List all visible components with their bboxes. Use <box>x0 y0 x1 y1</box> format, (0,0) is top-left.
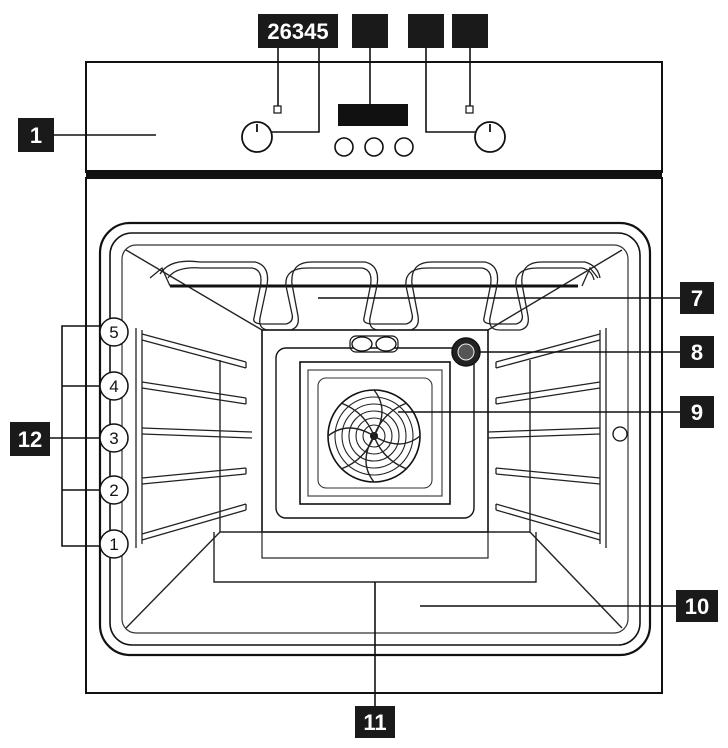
label-box-top-2 <box>352 14 388 48</box>
shelf-positions: 5 4 3 2 1 <box>99 317 129 559</box>
fan-cover-frame <box>299 361 451 505</box>
power-indicator-icon <box>273 105 282 114</box>
label-box-top-4 <box>452 14 488 48</box>
shelf-position-3-label: 3 <box>109 429 118 448</box>
function-knob <box>241 121 273 153</box>
label-box-top-1 <box>258 14 338 48</box>
shelf-position-1 <box>99 529 129 559</box>
label-box-1 <box>18 118 54 152</box>
label-bottom-heater: 11 <box>363 710 386 735</box>
temperature-indicator-icon <box>465 105 474 114</box>
top-label-group: 26345 <box>258 14 488 48</box>
fan <box>327 389 421 483</box>
label-top-1: 26345 <box>267 19 328 44</box>
label-box-8 <box>680 336 714 368</box>
label-box-11 <box>355 706 395 738</box>
label-fan: 9 <box>691 400 703 425</box>
label-shelf-supports: 12 <box>18 427 42 452</box>
shelf-position-2-label: 2 <box>109 481 118 500</box>
side-labels: 1 12 7 8 9 10 11 <box>10 118 718 738</box>
button-1 <box>334 137 354 157</box>
button-3 <box>394 137 414 157</box>
shelf-bracket <box>50 325 100 547</box>
cavity-floor-back <box>261 531 489 559</box>
label-box-top-3 <box>408 14 444 48</box>
oven-body <box>85 177 663 694</box>
label-cavity-floor: 10 <box>685 594 709 619</box>
label-box-7 <box>680 282 714 314</box>
label-heating-element: 7 <box>691 286 703 311</box>
shelf-position-5-label: 5 <box>109 323 118 342</box>
lamp <box>451 337 481 367</box>
fan-cover-inner <box>307 369 443 497</box>
control-panel <box>85 61 663 178</box>
shelf-position-4-label: 4 <box>109 377 118 396</box>
label-control-panel: 1 <box>30 123 42 148</box>
top-leader-lines <box>272 48 475 133</box>
shelf-position-1-label: 1 <box>109 535 118 554</box>
label-lamp: 8 <box>691 340 703 365</box>
label-box-12 <box>10 422 50 456</box>
shelf-supports-right <box>487 328 628 548</box>
shelf-supports-left <box>135 328 253 548</box>
label-box-9 <box>680 396 714 428</box>
temperature-knob <box>474 121 506 153</box>
label-box-10 <box>676 590 718 622</box>
fan-cover-outer <box>275 347 475 519</box>
shelf-position-5 <box>99 317 129 347</box>
button-2 <box>364 137 384 157</box>
display <box>338 104 408 126</box>
fan-cover-inset <box>317 377 433 489</box>
control-panel-bottom-strip <box>86 170 662 178</box>
top-heating-element <box>149 260 601 353</box>
